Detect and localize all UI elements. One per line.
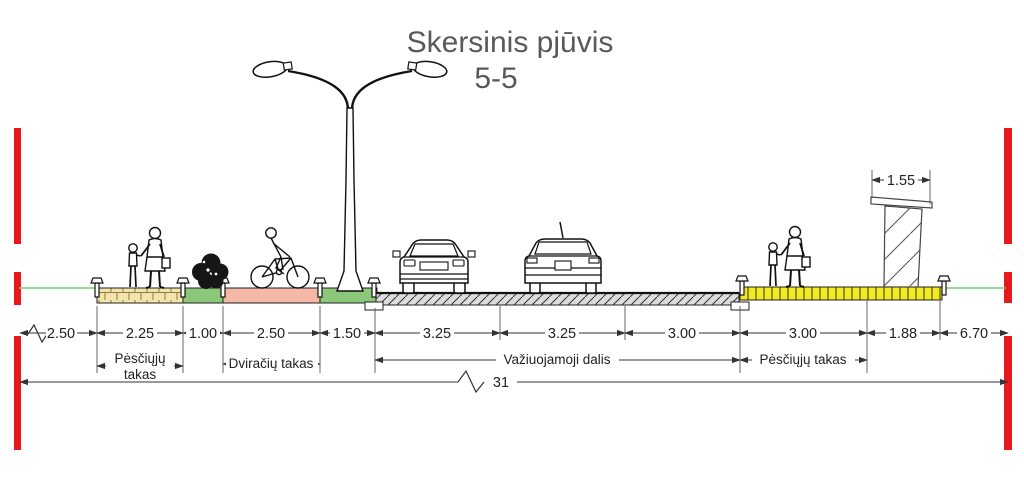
road-curb-left xyxy=(364,301,384,311)
zone-green-strip-1 xyxy=(182,287,224,304)
kerb-icon xyxy=(367,277,381,298)
zone-label-ped-left: Pėsčiųjų xyxy=(114,351,165,366)
dim-value: 6.70 xyxy=(960,326,988,342)
marker-bar xyxy=(14,336,21,450)
dim-value: 3.25 xyxy=(423,326,451,342)
kerb-icon xyxy=(735,275,749,296)
zone-label-carriageway: Važiuojamoji dalis xyxy=(503,352,610,367)
kerb-icon xyxy=(937,275,951,296)
street-lamp-icon xyxy=(252,60,448,292)
zone-pedestrian-path-left xyxy=(96,287,184,304)
dimension-row: 2.50 2.25 1.00 2.50 1.50 3.25 3.25 3.00 … xyxy=(19,323,1009,344)
lamp-head-right xyxy=(407,60,448,78)
kerb-icon xyxy=(313,277,327,298)
car-front-icon xyxy=(392,239,476,294)
zone-label-ped-right: Pėsčiųjų takas xyxy=(759,352,846,367)
marker-bar xyxy=(1004,128,1012,244)
marker-bar xyxy=(1004,272,1012,303)
barrier-sign-icon xyxy=(870,196,933,288)
pedestrians-right-icon xyxy=(767,225,811,288)
cyclist-icon xyxy=(250,227,310,289)
kerb-icon xyxy=(176,277,190,298)
drawing-title: Skersinis pjūvis 5-5 xyxy=(407,26,614,95)
lamp-head-left xyxy=(252,60,293,78)
zone-bike-path xyxy=(222,287,321,304)
zone-carriageway xyxy=(364,291,750,311)
pedestrians-left-icon xyxy=(127,226,171,289)
overall-dimension: 31 xyxy=(19,369,1009,394)
marker-bar xyxy=(1004,336,1012,450)
car-rear-icon xyxy=(524,221,602,294)
sign-dimension: 1.55 xyxy=(871,172,931,189)
dim-value: 3.00 xyxy=(789,326,817,342)
dim-value: 1.00 xyxy=(189,326,217,342)
zone-label-bike: Dviračių takas xyxy=(229,356,314,371)
bush-icon xyxy=(192,253,229,289)
title-line2: 5-5 xyxy=(474,62,517,95)
dim-value: 3.00 xyxy=(668,326,696,342)
sign-width-value: 1.55 xyxy=(887,173,915,189)
dim-value: 1.50 xyxy=(333,326,361,342)
dim-value: 2.50 xyxy=(257,326,285,342)
marker-bar xyxy=(14,272,21,305)
kerb-symbols xyxy=(90,275,951,298)
kerb-icon xyxy=(90,277,104,298)
dim-value: 2.50 xyxy=(47,326,75,342)
zone-label-row: Pėsčiųjų takas Dviračių takas Važiuojamo… xyxy=(96,350,868,382)
dim-value: 3.25 xyxy=(548,326,576,342)
break-symbol xyxy=(457,369,485,394)
dim-value: 1.88 xyxy=(889,326,917,342)
section-markers-right xyxy=(1004,128,1012,450)
zone-label-ped-left2: takas xyxy=(124,367,157,382)
total-width-value: 31 xyxy=(493,375,509,391)
break-symbol xyxy=(27,323,49,344)
title-line1: Skersinis pjūvis xyxy=(407,26,614,59)
surface-strips xyxy=(96,286,943,311)
section-markers-left xyxy=(14,128,21,450)
dim-value: 2.25 xyxy=(126,326,154,342)
zone-pedestrian-path-right xyxy=(739,286,943,301)
marker-bar xyxy=(14,128,21,244)
